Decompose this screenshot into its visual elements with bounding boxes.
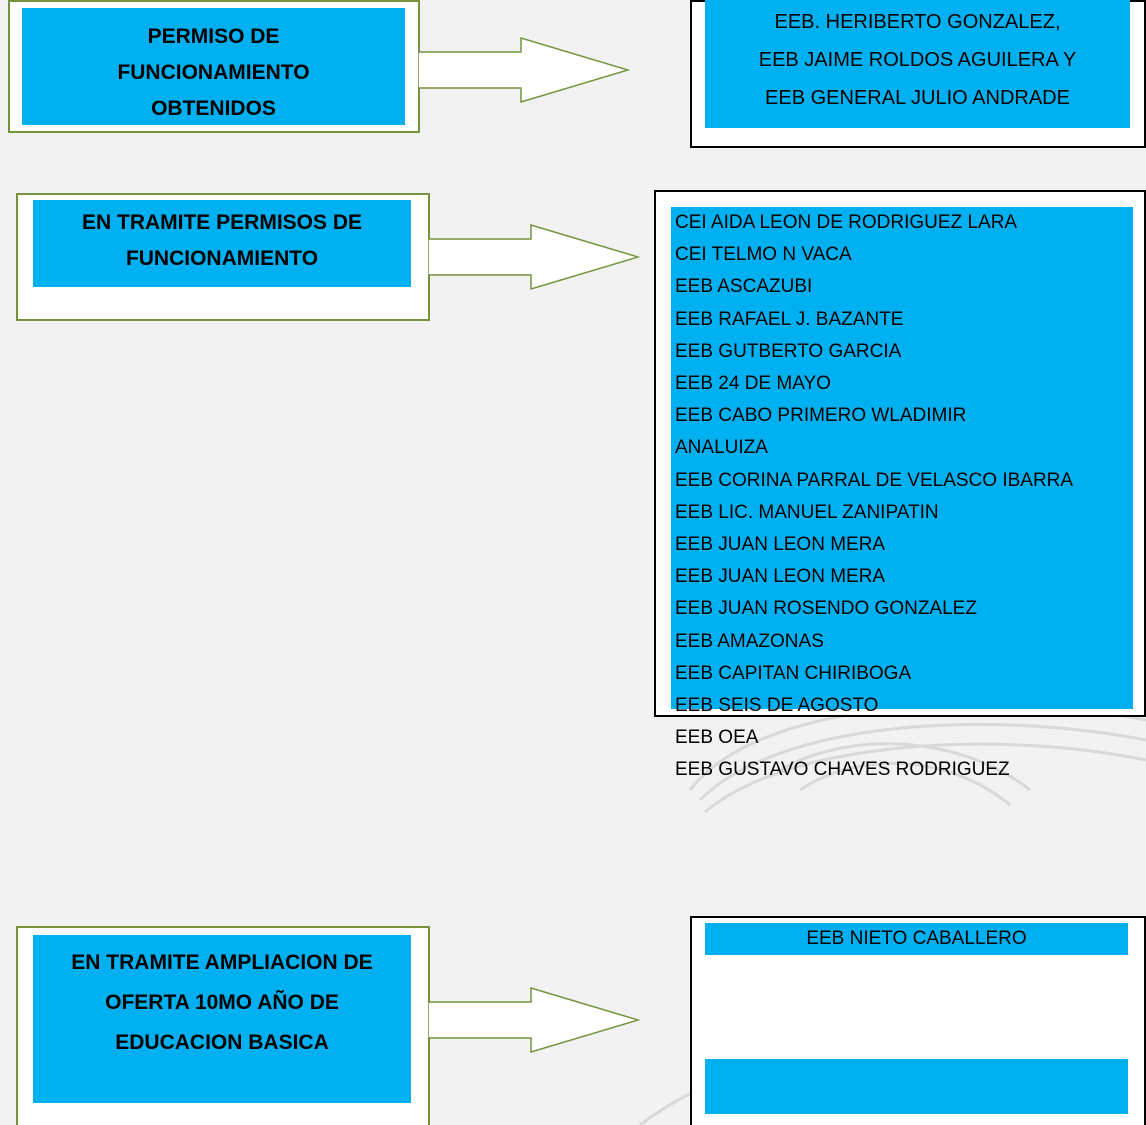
list-item: EEB JUAN LEON MERA bbox=[675, 566, 886, 588]
list-item: EEB NIETO CABALLERO bbox=[806, 928, 1027, 949]
row1-arrow bbox=[418, 36, 630, 104]
label-line: FUNCIONAMIENTO bbox=[117, 61, 310, 84]
list-item: EEB AMAZONAS bbox=[675, 630, 824, 652]
list-item: EEB SEIS DE AGOSTO bbox=[675, 695, 879, 717]
list-item: EEB GUSTAVO CHAVES RODRIGUEZ bbox=[675, 759, 1010, 781]
label-line: PERMISO DE bbox=[147, 25, 280, 48]
list-item: EEB OEA bbox=[675, 727, 759, 749]
row3-destination-item: EEB NIETO CABALLERO bbox=[705, 923, 1128, 955]
list-item: EEB CABO PRIMERO WLADIMIR bbox=[675, 405, 967, 427]
row2-arrow bbox=[428, 223, 640, 291]
list-item: EEB GENERAL JULIO ANDRADE bbox=[765, 87, 1070, 109]
list-item: EEB LIC. MANUEL ZANIPATIN bbox=[675, 501, 939, 523]
list-item: EEB CORINA PARRAL DE VELASCO IBARRA bbox=[675, 469, 1074, 491]
label-line: EN TRAMITE AMPLIACION DE bbox=[71, 951, 373, 974]
label-line: EN TRAMITE PERMISOS DE bbox=[81, 211, 363, 234]
label-line: FUNCIONAMIENTO bbox=[125, 247, 319, 270]
list-item: EEB GUTBERTO GARCIA bbox=[675, 340, 902, 362]
row3-source-label: EN TRAMITE AMPLIACION DE OFERTA 10MO AÑO… bbox=[33, 935, 411, 1103]
list-item: EEB RAFAEL J. BAZANTE bbox=[675, 308, 904, 330]
list-item: EEB 24 DE MAYO bbox=[675, 373, 831, 395]
row1-source-label: PERMISO DE FUNCIONAMIENTO OBTENIDOS bbox=[22, 8, 405, 125]
row1-destination-list: EEB. HERIBERTO GONZALEZ, EEB JAIME ROLDO… bbox=[705, 0, 1130, 128]
list-item: ANALUIZA bbox=[675, 437, 768, 459]
label-line: OBTENIDOS bbox=[151, 97, 276, 120]
list-item: EEB JUAN ROSENDO GONZALEZ bbox=[675, 598, 977, 620]
row3-destination-empty-bar bbox=[705, 1059, 1128, 1114]
list-item: EEB JUAN LEON MERA bbox=[675, 534, 886, 556]
row2-source-label: EN TRAMITE PERMISOS DE FUNCIONAMIENTO bbox=[33, 200, 411, 287]
list-item: EEB. HERIBERTO GONZALEZ, bbox=[774, 11, 1061, 33]
row3-arrow bbox=[428, 986, 640, 1054]
list-item: EEB CAPITAN CHIRIBOGA bbox=[675, 662, 912, 684]
list-item: EEB JAIME ROLDOS AGUILERA Y bbox=[758, 49, 1077, 71]
list-item: CEI TELMO N VACA bbox=[675, 244, 852, 266]
row2-destination-list: CEI AIDA LEON DE RODRIGUEZ LARA CEI TELM… bbox=[671, 207, 1133, 780]
list-item: EEB ASCAZUBI bbox=[675, 276, 813, 298]
label-line: OFERTA 10MO AÑO DE bbox=[105, 991, 339, 1014]
label-line: EDUCACION BASICA bbox=[115, 1031, 329, 1054]
list-item: CEI AIDA LEON DE RODRIGUEZ LARA bbox=[675, 212, 1018, 233]
